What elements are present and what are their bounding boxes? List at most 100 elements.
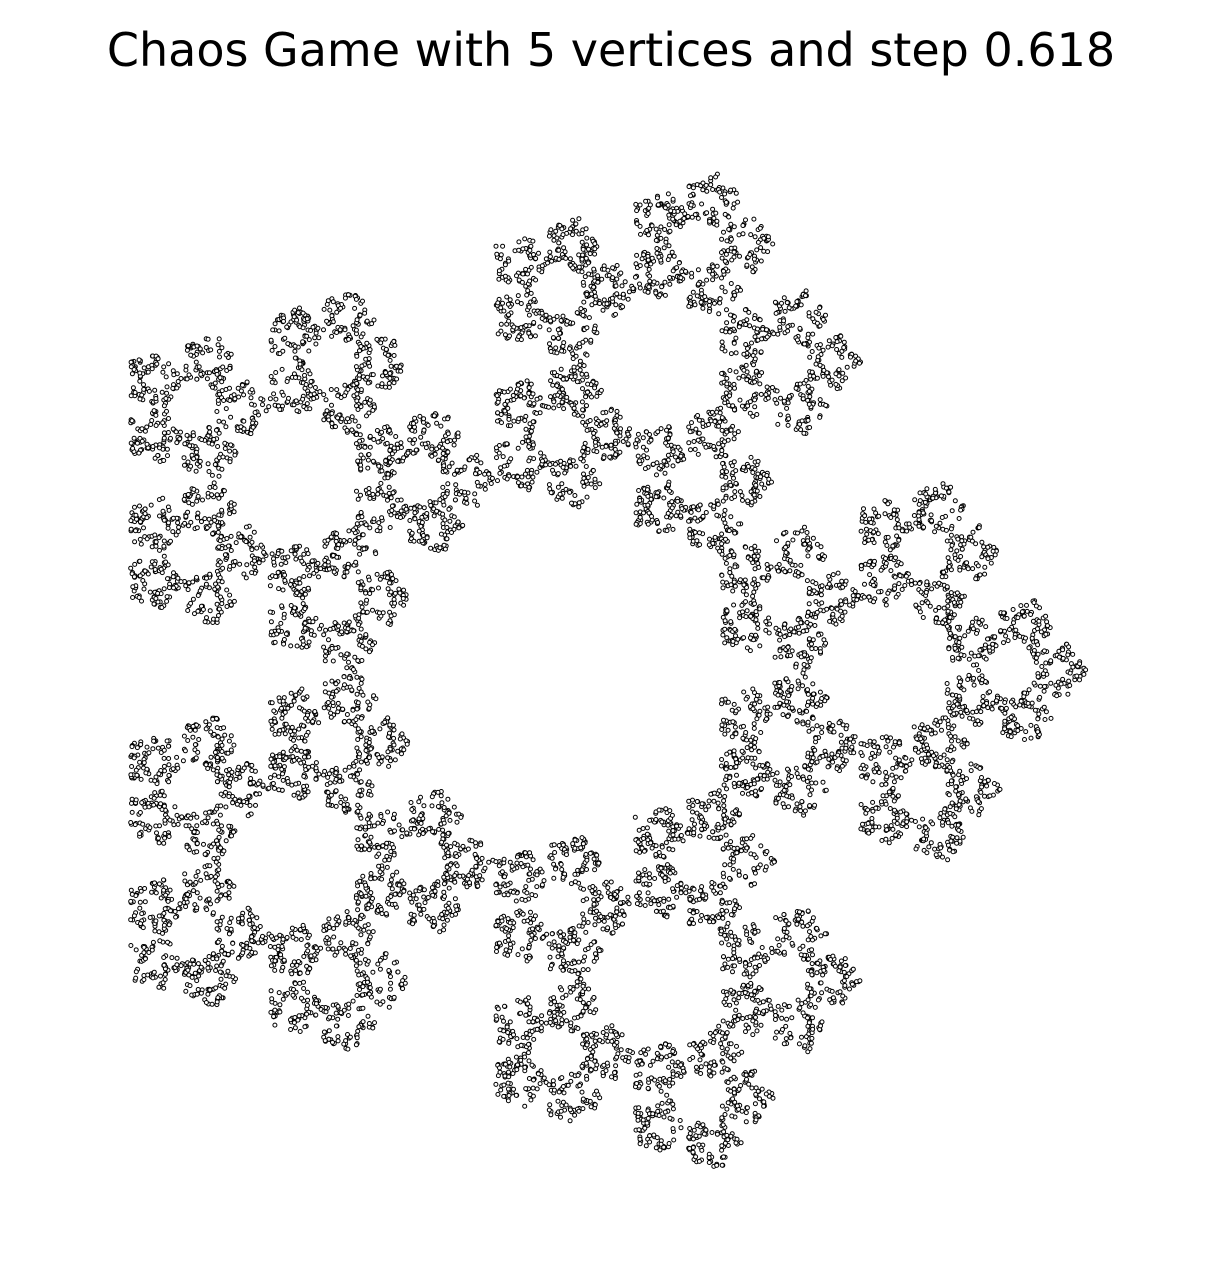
- scatter-point: [834, 347, 840, 352]
- scatter-point: [165, 453, 170, 459]
- scatter-point: [735, 429, 741, 435]
- scatter-point: [164, 384, 170, 390]
- scatter-point: [190, 596, 196, 602]
- scatter-point: [722, 191, 728, 197]
- scatter-point: [1041, 688, 1047, 694]
- scatter-point: [244, 562, 250, 568]
- scatter-point: [211, 480, 217, 486]
- scatter-point: [810, 331, 816, 337]
- scatter-point: [695, 267, 701, 273]
- scatter-point: [146, 750, 152, 756]
- scatter-point: [782, 634, 788, 640]
- scatter-point: [392, 757, 398, 763]
- scatter-point: [731, 846, 737, 851]
- scatter-point: [228, 915, 234, 921]
- scatter-point: [940, 819, 945, 825]
- scatter-point: [203, 1000, 209, 1005]
- scatter-point: [246, 917, 252, 923]
- scatter-point: [807, 394, 813, 400]
- scatter-point: [719, 250, 724, 255]
- scatter-point: [973, 541, 979, 547]
- scatter-point: [180, 758, 186, 764]
- scatter-point: [766, 615, 772, 621]
- scatter-point: [728, 281, 734, 286]
- scatter-point: [386, 384, 392, 390]
- scatter-point: [747, 939, 753, 945]
- scatter-point: [438, 531, 444, 537]
- scatter-point: [514, 910, 520, 915]
- scatter-point: [988, 560, 994, 566]
- scatter-point: [365, 1013, 371, 1019]
- scatter-point: [298, 937, 304, 942]
- scatter-point: [581, 916, 587, 922]
- scatter-point: [802, 674, 808, 680]
- scatter-point: [231, 598, 237, 604]
- scatter-point: [170, 515, 176, 521]
- scatter-point: [750, 581, 756, 587]
- scatter-point: [775, 936, 781, 942]
- scatter-point: [703, 510, 709, 515]
- scatter-point: [366, 486, 372, 491]
- scatter-point: [1037, 694, 1043, 700]
- scatter-point: [707, 919, 713, 925]
- scatter-point: [237, 561, 243, 567]
- scatter-point: [342, 767, 348, 773]
- scatter-point: [833, 335, 839, 340]
- scatter-point: [733, 335, 739, 341]
- scatter-point: [687, 429, 693, 435]
- scatter-point: [756, 564, 762, 570]
- scatter-point: [634, 501, 640, 507]
- scatter-point: [301, 954, 307, 959]
- scatter-point: [661, 1114, 667, 1120]
- scatter-point: [779, 1007, 785, 1013]
- scatter-point: [193, 468, 199, 474]
- scatter-point: [222, 440, 228, 446]
- scatter-point: [825, 764, 831, 770]
- scatter-point: [546, 233, 552, 239]
- scatter-point: [207, 429, 213, 435]
- scatter-point: [813, 361, 819, 367]
- scatter-point: [870, 799, 876, 805]
- scatter-point: [751, 725, 757, 731]
- scatter-point: [545, 260, 550, 266]
- scatter-point: [248, 395, 254, 401]
- scatter-point: [724, 375, 730, 381]
- scatter-point: [347, 538, 353, 543]
- scatter-point: [161, 910, 167, 916]
- scatter-point: [757, 317, 763, 323]
- scatter-point: [330, 700, 336, 706]
- scatter-point: [658, 426, 664, 432]
- scatter-point: [690, 809, 695, 815]
- scatter-point: [185, 608, 191, 613]
- scatter-point: [528, 290, 534, 296]
- scatter-point: [353, 957, 359, 963]
- scatter-point: [883, 781, 889, 787]
- scatter-point: [549, 855, 555, 861]
- scatter-point: [333, 1010, 339, 1016]
- scatter-point: [838, 958, 844, 964]
- scatter-point: [316, 771, 322, 777]
- scatter-point: [538, 921, 544, 927]
- scatter-point: [873, 824, 879, 830]
- scatter-point: [355, 899, 361, 905]
- scatter-point: [959, 713, 965, 719]
- scatter-point: [388, 980, 394, 986]
- scatter-point: [507, 859, 513, 865]
- scatter-point: [667, 1076, 673, 1082]
- scatter-point: [355, 883, 361, 889]
- scatter-point: [219, 823, 224, 829]
- scatter-point: [157, 792, 163, 798]
- scatter-point: [525, 288, 531, 294]
- scatter-point: [269, 700, 275, 706]
- scatter-point: [413, 896, 419, 902]
- scatter-point: [894, 821, 900, 826]
- scatter-point: [884, 543, 890, 548]
- scatter-point: [374, 571, 380, 577]
- scatter-point: [797, 946, 803, 952]
- scatter-point: [807, 929, 812, 935]
- scatter-point: [689, 274, 695, 280]
- scatter-point: [858, 802, 864, 807]
- scatter-point: [389, 886, 395, 892]
- scatter-point: [677, 1118, 683, 1123]
- scatter-point: [904, 824, 910, 830]
